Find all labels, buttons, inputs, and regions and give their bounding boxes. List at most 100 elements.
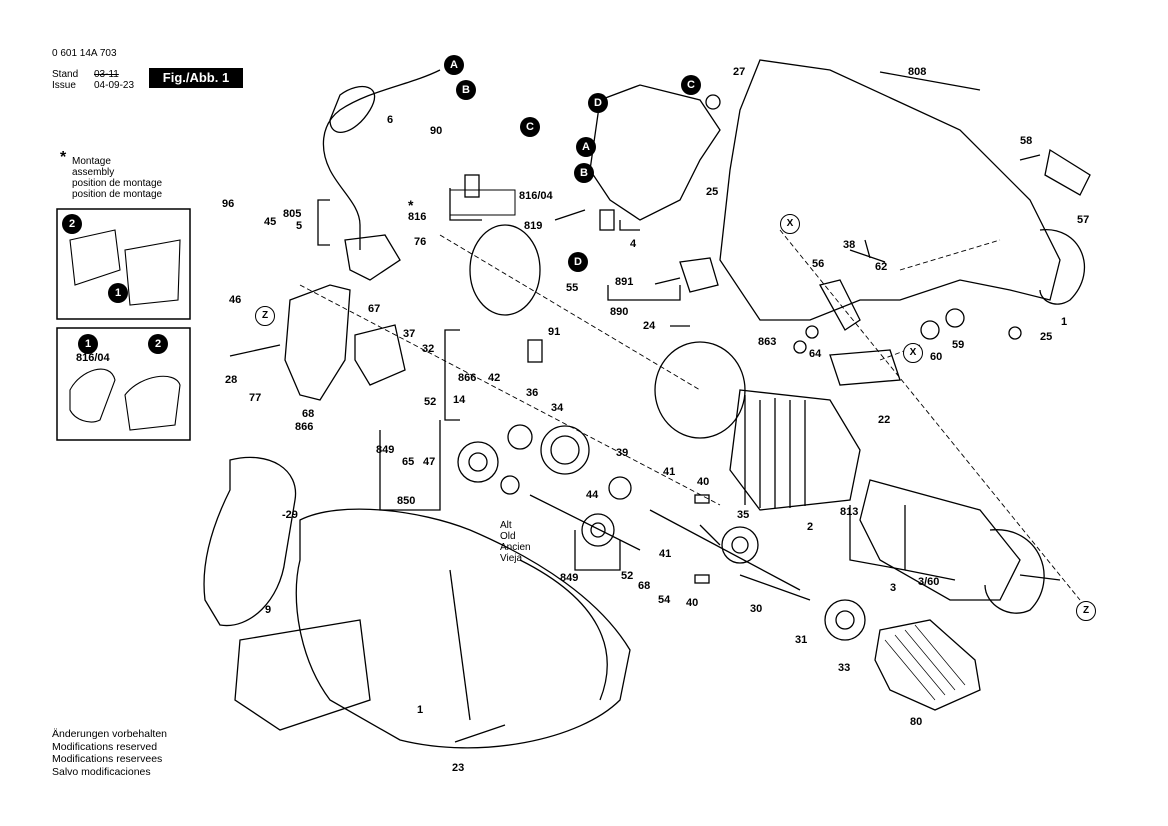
part-label-68: 68	[302, 408, 315, 420]
part-label-25-upper: 25	[706, 186, 719, 198]
alt-note-line-4: Vieja	[500, 553, 523, 564]
part-label-890: 890	[610, 306, 629, 318]
connector-c-switch: C	[681, 75, 701, 95]
part-label-2: 2	[807, 521, 814, 533]
part-label-849: 849	[376, 444, 395, 456]
ball-bearing-33	[824, 599, 866, 641]
part-label-58: 58	[1020, 135, 1033, 147]
part-label-45: 45	[264, 216, 277, 228]
connector-d-lower: D	[568, 252, 588, 272]
part-label-30: 30	[750, 603, 763, 615]
drill-chuck-80	[874, 619, 981, 711]
montage-asterisk: *	[60, 149, 67, 166]
part-label-4: 4	[630, 238, 637, 250]
alt-note-line-1: Alt	[500, 520, 512, 531]
part-label-62: 62	[875, 261, 888, 273]
part-label-56: 56	[812, 258, 825, 270]
gear-849	[581, 513, 615, 547]
issue-value: 04-09-23	[94, 80, 135, 91]
part-label-31: 31	[795, 634, 808, 646]
part-label-805: 805	[283, 208, 302, 220]
part-label-47: 47	[423, 456, 436, 468]
part-label-816-asterisk: *	[408, 197, 414, 213]
part-label-25-lower: 25	[1040, 331, 1053, 343]
inset-bottom-label: 816/04	[76, 352, 110, 364]
alt-note-line-2: Old	[500, 531, 516, 542]
part-label-90: 90	[430, 125, 443, 137]
part-label-891: 891	[615, 276, 634, 288]
part-label-813: 813	[840, 506, 859, 518]
part-label-34: 34	[551, 402, 564, 414]
inset-top-step-2: 2	[62, 214, 82, 234]
part-label-863: 863	[758, 336, 777, 348]
part-label-816-04: 816/04	[519, 190, 553, 202]
part-label-36: 36	[526, 387, 539, 399]
figure-label: Fig./Abb. 1	[149, 68, 243, 88]
screw-23	[454, 724, 506, 743]
connector-d-switch: D	[588, 93, 608, 113]
part-label-46: 46	[229, 294, 242, 306]
connector-c-left: C	[520, 117, 540, 137]
part-label-52: 52	[424, 396, 437, 408]
part-label-65: 65	[402, 456, 415, 468]
connector-z-left: Z	[255, 306, 275, 326]
footer-line-4: Salvo modificaciones	[52, 765, 151, 778]
part-label-14: 14	[453, 394, 466, 406]
part-label-5: 5	[296, 220, 303, 232]
montage-line-4: position de montage	[72, 189, 163, 200]
part-label-64: 64	[809, 348, 822, 360]
part-label-37: 37	[403, 328, 416, 340]
alt-note-line-3: Ancien	[500, 542, 531, 553]
part-label-76: 76	[414, 236, 427, 248]
part-label-1-right: 1	[1061, 316, 1068, 328]
housing-half-808	[719, 59, 1061, 321]
part-label-850: 850	[397, 495, 416, 507]
inset-top-step-1: 1	[108, 283, 128, 303]
part-label-849-lower: 849	[560, 572, 579, 584]
footer-disclaimer: Änderungen vorbehalten Modifications res…	[52, 728, 167, 778]
part-label-55: 55	[566, 282, 579, 294]
part-label-819: 819	[524, 220, 543, 232]
part-label-91: 91	[548, 326, 561, 338]
stand-value: 03-11	[94, 69, 119, 80]
inset-box-bottom	[56, 327, 191, 441]
part-label-54: 54	[658, 594, 671, 606]
part-label-32: 32	[422, 343, 435, 355]
inset-bottom-step-2: 2	[148, 334, 168, 354]
washer-36	[507, 424, 533, 450]
part-label-44: 44	[586, 489, 599, 501]
montage-line-1: Montage	[72, 156, 111, 167]
connector-z-right: Z	[1076, 601, 1096, 621]
gear-case-866	[284, 284, 351, 401]
auxiliary-handle-29	[203, 456, 297, 627]
connector-x-upper: X	[780, 214, 800, 234]
part-label-6: 6	[387, 114, 394, 126]
power-cord-strain-relief	[329, 86, 376, 133]
part-label-28: 28	[225, 374, 238, 386]
housing-half-1	[295, 508, 631, 749]
part-label-9: 9	[265, 604, 272, 616]
handle-grip-9	[234, 619, 371, 731]
field-coil-2	[729, 389, 861, 511]
part-label-41-lower: 41	[659, 548, 672, 560]
part-label-38: 38	[843, 239, 856, 251]
part-label-33: 33	[838, 662, 851, 674]
connector-a-switch: A	[576, 137, 596, 157]
part-label-40: 40	[697, 476, 710, 488]
part-label-3-60: 3/60	[918, 576, 940, 588]
part-label-866: 866	[458, 372, 477, 384]
connector-b-switch: B	[574, 163, 594, 183]
part-label-22: 22	[878, 414, 891, 426]
part-label-60: 60	[930, 351, 943, 363]
montage-line-2: assembly	[72, 167, 115, 178]
connector-a-top: A	[444, 55, 464, 75]
spindle-shaft	[529, 494, 641, 551]
part-label-52-lower: 52	[621, 570, 634, 582]
part-label-67: 67	[368, 303, 381, 315]
footer-line-2: Modifications reserved	[52, 740, 158, 753]
footer-line-3: Modifications reservees	[52, 753, 163, 765]
part-number: 0 601 14A 703	[52, 48, 117, 59]
switch-module	[589, 84, 721, 221]
inset-box-top	[56, 208, 191, 320]
